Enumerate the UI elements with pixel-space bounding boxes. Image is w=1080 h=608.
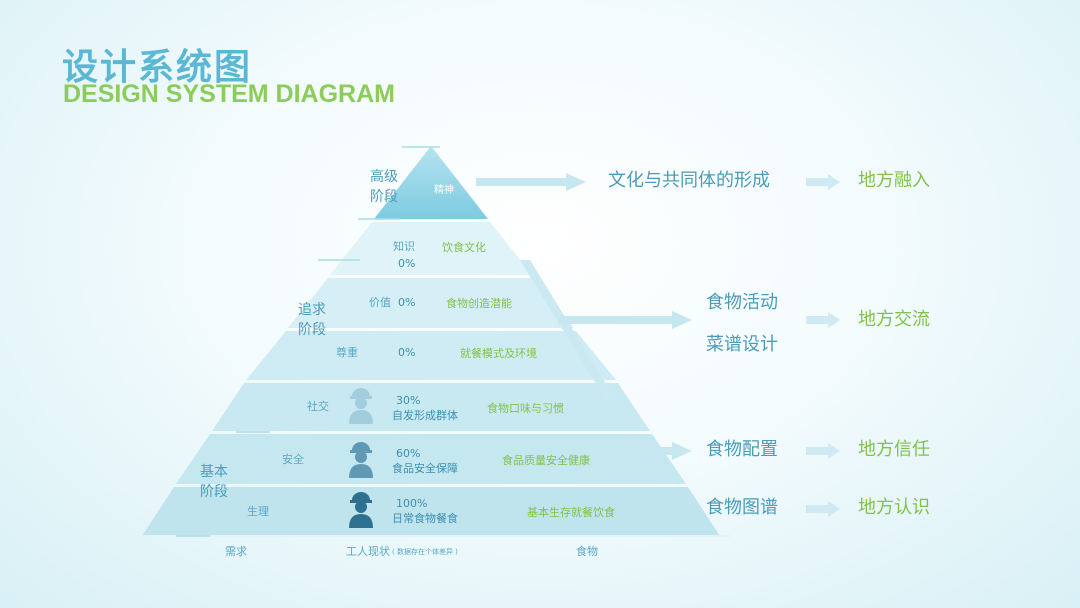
layer-food: 基本生存就餐饮食 <box>527 506 615 519</box>
worker-helmet-icon <box>349 388 373 424</box>
arrow-small <box>806 501 840 517</box>
layer-need: 安全 <box>282 453 304 466</box>
pyramid-layer-4 <box>212 383 650 431</box>
outcome-label: 食物活动 <box>706 292 778 313</box>
outcome-label: 食物图谱 <box>706 497 778 518</box>
layer-status: 日常食物餐食 <box>392 512 458 525</box>
place-label: 地方信任 <box>858 439 930 460</box>
footer-status-label: 工人现状 <box>346 545 390 558</box>
outcome-label: 文化与共同体的形成 <box>608 170 770 191</box>
layer-need: 社交 <box>307 400 329 413</box>
stage-label-high: 高级 阶段 <box>370 169 398 205</box>
layer-percent: 0% <box>398 296 416 309</box>
layer-status: 食品安全保障 <box>392 462 458 475</box>
footer-note: ( 数据存在个体差异 ) <box>392 548 458 556</box>
layer-need: 尊重 <box>336 346 358 359</box>
arrow-basic <box>628 442 692 460</box>
layer-percent: 0% <box>398 257 416 270</box>
layer-percent: 60% <box>396 447 421 460</box>
page-subtitle: DESIGN SYSTEM DIAGRAM <box>63 80 395 108</box>
layer-need: 生理 <box>247 505 269 518</box>
stage-label-basic: 基本 阶段 <box>200 464 228 500</box>
pyramid-layer-6 <box>142 487 720 536</box>
outcome-label: 菜谱设计 <box>706 334 778 355</box>
apex-label: 精神 <box>434 185 454 196</box>
layer-percent: 0% <box>398 346 416 359</box>
arrow-small <box>806 174 840 190</box>
layer-food: 饮食文化 <box>442 241 486 254</box>
layer-food: 食物口味与习惯 <box>487 402 564 415</box>
arrow-apex <box>476 173 586 191</box>
pyramid-layer-1 <box>330 222 532 275</box>
page-title: 设计系统图 <box>62 47 253 88</box>
footer-food-label: 食物 <box>576 545 598 558</box>
layer-percent: 30% <box>396 394 421 407</box>
worker-helmet-icon <box>349 442 373 478</box>
pursuit-side-bar <box>520 260 616 400</box>
layer-need: 价值 <box>369 296 391 309</box>
outcome-label: 食物配置 <box>706 439 778 460</box>
layer-food: 就餐模式及环境 <box>460 347 537 360</box>
layer-need: 知识 <box>393 240 415 253</box>
arrow-pursuit <box>558 311 692 329</box>
layer-food: 食物创造潜能 <box>446 297 512 310</box>
place-label: 地方融入 <box>858 170 930 191</box>
pyramid-layer-3 <box>246 331 616 380</box>
layer-food: 食品质量安全健康 <box>502 454 590 467</box>
arrow-small <box>806 312 840 328</box>
footer-need-label: 需求 <box>225 545 247 558</box>
layer-percent: 100% <box>396 497 428 510</box>
pyramid-apex <box>374 146 488 219</box>
layer-status: 自发形成群体 <box>392 409 458 422</box>
pyramid-layer-5 <box>176 434 686 484</box>
pyramid-layer-2 <box>288 278 574 328</box>
stage-label-pursuit: 追求 阶段 <box>298 302 326 338</box>
worker-helmet-icon <box>349 492 373 528</box>
place-label: 地方认识 <box>858 497 930 518</box>
place-label: 地方交流 <box>858 309 930 330</box>
arrow-small <box>806 443 840 459</box>
